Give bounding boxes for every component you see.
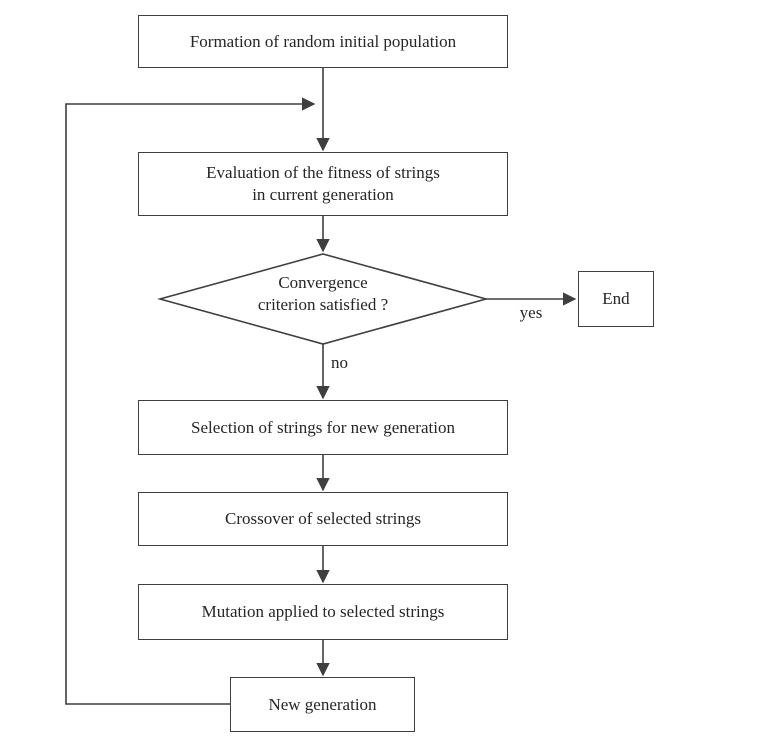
- node-label: End: [602, 289, 630, 308]
- node-label: Mutation applied to selected strings: [201, 602, 445, 621]
- node-label: Crossover of selected strings: [225, 509, 421, 528]
- node-label: New generation: [268, 694, 377, 714]
- node-selection-of-strings: Selection of strings for new generation: [138, 400, 508, 455]
- node-evaluation-of-fitness: Evaluation of the fitness of strings in …: [138, 152, 508, 216]
- decision-label-line2: criterion satisfied ?: [257, 295, 389, 314]
- node-label: Formation of random initial population: [189, 31, 457, 51]
- edge-newgeneration-feedback-loop: [65, 97, 316, 705]
- node-crossover: Crossover of selected strings: [138, 492, 508, 546]
- node-label: Selection of strings for new generation: [191, 417, 455, 437]
- edge-label-no: no: [331, 353, 348, 372]
- node-new-generation: New generation: [230, 677, 415, 732]
- node-label-line1: Evaluation of the fitness of strings: [206, 163, 440, 182]
- decision-label-line1: Convergence: [278, 273, 368, 292]
- node-formation-of-initial-population: Formation of random initial population: [138, 15, 508, 68]
- node-convergence-decision-label: Convergence criterion satisfied ?: [198, 272, 448, 316]
- edge-label-yes: yes: [519, 303, 543, 322]
- node-end: End: [578, 271, 654, 327]
- node-label-line2: in current generation: [252, 185, 394, 204]
- node-mutation: Mutation applied to selected strings: [138, 584, 508, 640]
